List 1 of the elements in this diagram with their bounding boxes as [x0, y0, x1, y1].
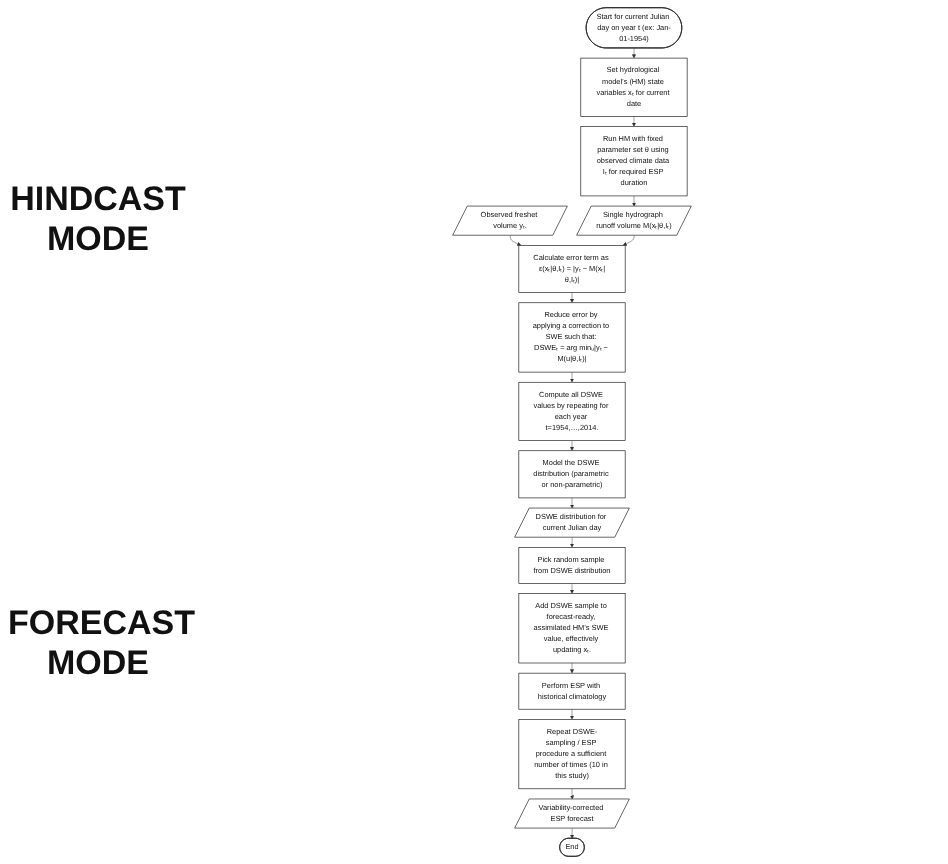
section-heading: HINDCAST MODE — [8, 180, 188, 260]
